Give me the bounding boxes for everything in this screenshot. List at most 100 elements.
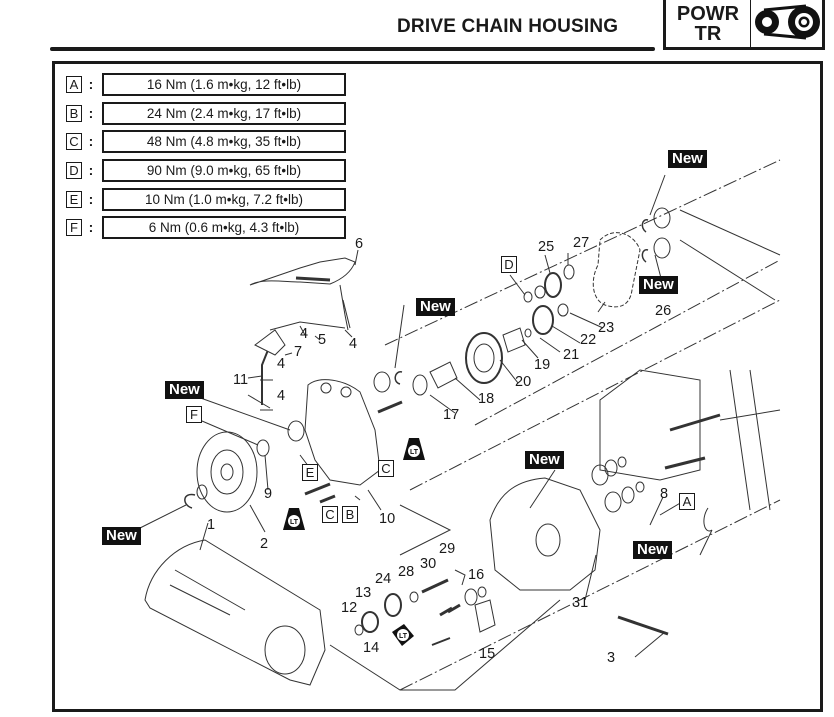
drive-cover-1 bbox=[144, 539, 326, 686]
bolt bbox=[319, 494, 336, 504]
part-number-label: 13 bbox=[355, 585, 372, 601]
collar bbox=[617, 456, 627, 468]
torque-letter: A bbox=[66, 75, 82, 93]
nut bbox=[523, 291, 533, 303]
torque-spec-row: C : 48 Nm (4.8 m•kg, 35 ft•lb) bbox=[66, 129, 346, 153]
torque-value: 10 Nm (1.0 m•kg, 7.2 ft•lb) bbox=[102, 187, 346, 211]
section-tab: POWR TR bbox=[663, 0, 825, 50]
lever-29 bbox=[454, 569, 466, 586]
shaft-30 bbox=[421, 578, 449, 594]
circlip bbox=[641, 219, 649, 233]
washer-28 bbox=[409, 591, 419, 603]
bolt bbox=[377, 400, 403, 414]
torque-ref-d: D bbox=[501, 256, 517, 273]
guide-line bbox=[399, 504, 452, 556]
bearing bbox=[373, 371, 391, 393]
frame-part bbox=[719, 369, 781, 511]
part-number-label: 22 bbox=[580, 332, 597, 348]
collar bbox=[635, 481, 645, 493]
part-number-label: 25 bbox=[538, 239, 555, 255]
torque-value: 6 Nm (0.6 m•kg, 4.3 ft•lb) bbox=[102, 215, 346, 239]
part-number-label: 12 bbox=[341, 600, 358, 616]
circlip bbox=[641, 249, 649, 263]
bearing bbox=[604, 459, 618, 477]
gear-20 bbox=[465, 332, 503, 384]
part-number-label: 27 bbox=[573, 235, 590, 251]
drive-chain-26 bbox=[592, 232, 641, 308]
washer bbox=[534, 285, 546, 299]
part-number-label: 4 bbox=[277, 388, 286, 404]
part-number-label: 31 bbox=[572, 595, 589, 611]
guide-line bbox=[399, 499, 781, 691]
bearing bbox=[653, 237, 671, 259]
page-title: DRIVE CHAIN HOUSING bbox=[397, 16, 619, 37]
locking-agent-lt-icon: LT bbox=[283, 508, 305, 530]
axle-shaft bbox=[664, 456, 706, 470]
lt-text: LT bbox=[410, 449, 419, 456]
section-label: POWR TR bbox=[666, 0, 751, 47]
frame-part bbox=[599, 369, 701, 481]
part-number-label: 16 bbox=[468, 567, 485, 583]
lt-text: LT bbox=[399, 633, 408, 640]
lt-text: LT bbox=[290, 519, 299, 526]
part-number-label: 18 bbox=[478, 391, 495, 407]
bearing bbox=[653, 207, 671, 229]
torque-letter: D bbox=[66, 161, 82, 179]
spring-18 bbox=[429, 361, 458, 389]
part-number-label: 26 bbox=[655, 303, 672, 319]
part-number-label: 9 bbox=[264, 486, 273, 502]
torque-ref-b: B bbox=[342, 506, 358, 523]
new-part-badge: New bbox=[633, 541, 672, 559]
title-rule bbox=[50, 47, 655, 51]
part-number-label: 7 bbox=[294, 344, 303, 360]
torque-spec-row: D : 90 Nm (9.0 m•kg, 65 ft•lb) bbox=[66, 158, 346, 182]
part-number-label: 2 bbox=[260, 536, 269, 552]
guide-line bbox=[409, 299, 781, 491]
torque-value: 24 Nm (2.4 m•kg, 17 ft•lb) bbox=[102, 101, 346, 125]
brake-disc-2 bbox=[196, 431, 258, 513]
sprocket-25 bbox=[544, 272, 562, 298]
part-number-label: 6 bbox=[355, 236, 364, 252]
part-number-label: 4 bbox=[349, 336, 358, 352]
oil-seal bbox=[604, 491, 622, 513]
torque-letter: B bbox=[66, 104, 82, 122]
torque-value: 16 Nm (1.6 m•kg, 12 ft•lb) bbox=[102, 72, 346, 96]
colon: : bbox=[88, 76, 94, 92]
colon: : bbox=[88, 105, 94, 121]
part-number-label: 5 bbox=[318, 332, 327, 348]
washer bbox=[196, 484, 208, 500]
chain-sprocket-icon bbox=[751, 0, 822, 47]
guide-line bbox=[384, 159, 781, 346]
part-number-label: 19 bbox=[534, 357, 551, 373]
part-number-label: 10 bbox=[379, 511, 396, 527]
torque-ref-c: C bbox=[378, 460, 394, 477]
part-number-label: 17 bbox=[443, 407, 460, 423]
torque-ref-e: E bbox=[302, 464, 318, 481]
part-number-label: 24 bbox=[375, 571, 392, 587]
part-number-label: 20 bbox=[515, 374, 532, 390]
part-number-label: 23 bbox=[598, 320, 615, 336]
part-number-label: 30 bbox=[420, 556, 437, 572]
new-part-badge: New bbox=[165, 381, 204, 399]
new-part-badge: New bbox=[639, 276, 678, 294]
new-part-badge: New bbox=[102, 527, 141, 545]
washer bbox=[477, 586, 487, 598]
part-number-label: 1 bbox=[207, 517, 216, 533]
pin bbox=[431, 637, 451, 646]
section-label-line1: POWR bbox=[676, 2, 740, 25]
collar-17 bbox=[412, 374, 428, 396]
part-number-label: 8 bbox=[660, 486, 669, 502]
part-number-label: 4 bbox=[300, 326, 309, 342]
gear-24 bbox=[384, 593, 402, 617]
bracket-7 bbox=[254, 329, 286, 356]
torque-spec-row: B : 24 Nm (2.4 m•kg, 17 ft•lb) bbox=[66, 101, 346, 125]
bearing-27 bbox=[563, 264, 575, 280]
washer-12 bbox=[354, 624, 364, 636]
colon: : bbox=[88, 162, 94, 178]
sprocket-22 bbox=[532, 305, 554, 335]
bearing-19 bbox=[502, 327, 526, 353]
colon: : bbox=[88, 219, 94, 235]
gear-13 bbox=[361, 611, 379, 633]
torque-ref-a: A bbox=[679, 493, 695, 510]
torque-letter: E bbox=[66, 190, 82, 208]
